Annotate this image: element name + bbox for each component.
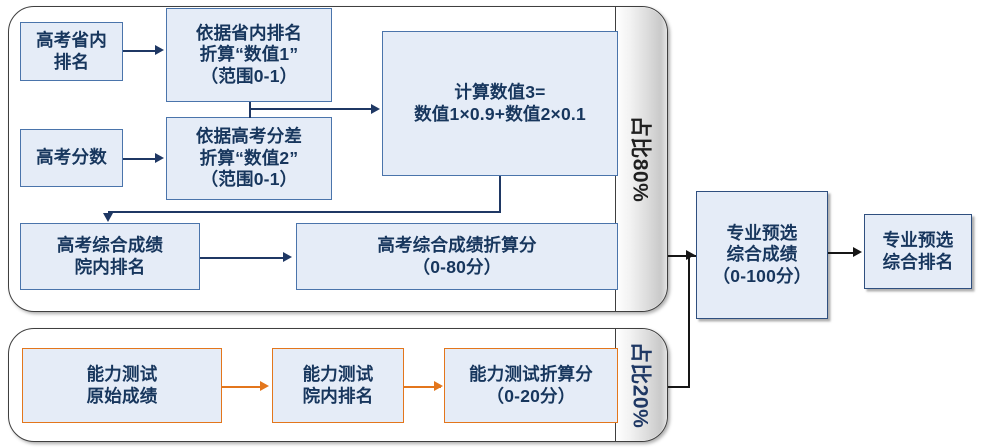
group-gaokao-80-label: 占比80% (628, 115, 652, 203)
node-provincial-rank-text: 高考省内排名 (36, 30, 107, 72)
node-ability-rank[interactable]: 能力测试院内排名 (272, 348, 404, 423)
node-gaokao-converted-text: 高考综合成绩折算分（0-80分） (377, 235, 537, 277)
node-provincial-rank[interactable]: 高考省内排名 (20, 22, 123, 81)
node-gaokao-score-text: 高考分数 (36, 147, 107, 168)
arrow-score-to-value2 (155, 153, 164, 163)
node-value3-formula-text: 计算数值3=数值1×0.9+数值2×0.1 (414, 82, 586, 124)
node-value3-formula[interactable]: 计算数值3=数值1×0.9+数值2×0.1 (382, 31, 618, 176)
connector-abilityrank-to-abilityconverted (404, 386, 441, 388)
connector-formula-down (499, 176, 501, 212)
arrow-merge-to-formula (371, 104, 380, 114)
node-value1[interactable]: 依据省内排名折算“数值1”（范围0-1） (166, 8, 332, 102)
arrow-total-to-final (853, 247, 862, 257)
node-total-score-text: 专业预选综合成绩（0-100分） (712, 222, 812, 286)
arrow-abilityrank-to-abilityconverted (434, 381, 443, 391)
arrow-inhouse-to-converted (283, 252, 292, 262)
node-inhouse-rank-text: 高考综合成绩院内排名 (56, 235, 164, 277)
arrow-join-to-total (686, 250, 695, 260)
node-total-score[interactable]: 专业预选综合成绩（0-100分） (696, 191, 828, 319)
node-inhouse-rank[interactable]: 高考综合成绩院内排名 (20, 223, 200, 290)
node-ability-raw-text: 能力测试原始成绩 (86, 364, 158, 406)
node-value2-text: 依据高考分差折算“数值2”（范围0-1） (195, 126, 303, 190)
arrow-provincialrank-to-value1 (155, 45, 164, 55)
node-ability-raw[interactable]: 能力测试原始成绩 (22, 348, 222, 423)
node-gaokao-converted[interactable]: 高考综合成绩折算分（0-80分） (296, 223, 618, 290)
connector-formula-left (108, 211, 501, 213)
node-value2[interactable]: 依据高考分差折算“数值2”（范围0-1） (166, 117, 332, 200)
connector-merge-to-formula (249, 108, 373, 110)
connector-branch-join-vertical (688, 255, 690, 387)
node-value1-text: 依据省内排名折算“数值1”（范围0-1） (195, 22, 303, 86)
connector-abilityraw-to-abilityrank (222, 386, 263, 388)
connector-inhouse-to-converted (200, 257, 285, 259)
connector-score-to-value2 (123, 158, 157, 160)
node-ability-rank-text: 能力测试院内排名 (302, 364, 374, 406)
node-ability-converted[interactable]: 能力测试折算分（0-20分） (444, 348, 618, 423)
node-ability-converted-text: 能力测试折算分（0-20分） (469, 364, 593, 406)
arrow-formula-to-inhouse (103, 213, 113, 222)
node-final-rank-text: 专业预选综合排名 (882, 230, 954, 272)
connector-provincialrank-to-value1 (123, 50, 157, 52)
group-gaokao-80-tab: 占比80% (615, 7, 667, 311)
group-ability-20-tab: 占比20% (615, 329, 667, 441)
node-final-rank[interactable]: 专业预选综合排名 (864, 214, 972, 289)
connector-total-to-final (828, 252, 858, 254)
arrow-abilityraw-to-abilityrank (260, 381, 269, 391)
connector-value2-up (249, 109, 251, 118)
node-gaokao-score[interactable]: 高考分数 (20, 129, 123, 187)
connector-group80-out (668, 255, 690, 257)
connector-group20-out (668, 386, 690, 388)
group-ability-20-label: 占比20% (628, 341, 652, 429)
connector-value1-down (249, 102, 251, 110)
